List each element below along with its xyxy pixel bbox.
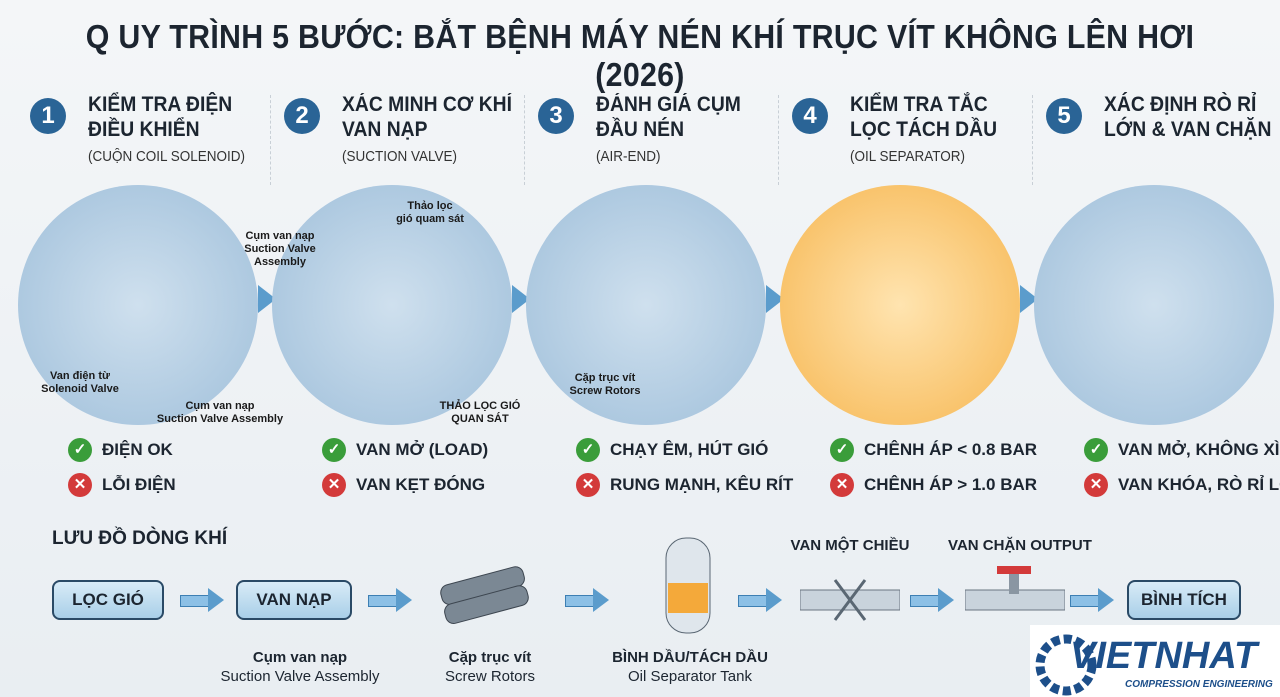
step-title: XÁC MINH CƠ KHÍ VAN NẠP: [342, 93, 512, 141]
flow-box-air-filter: LỌC GIÓ: [52, 580, 164, 620]
step-subtitle: (CUỘN COIL SOLENOID): [88, 148, 246, 165]
step-illustration: [1034, 185, 1274, 425]
flow-arrow: [368, 588, 414, 612]
step-arrow: [258, 285, 276, 313]
step-number: 4: [792, 98, 828, 134]
status-fail-text: VAN KẸT ĐÓNG: [356, 475, 486, 494]
step-illustration: [780, 185, 1020, 425]
step-illustration: [272, 185, 512, 425]
caption: Suction Valve Assembly: [220, 668, 380, 685]
divider: [1032, 95, 1033, 185]
status-fail: ✕ CHÊNH ÁP > 1.0 BAR: [830, 473, 1037, 497]
status-ok: ✓ ĐIỆN OK: [68, 438, 173, 462]
step-title: KIỂM TRA TẮC LỌC TÁCH DẦU: [850, 93, 998, 141]
caption: Cặp trục vít: [448, 649, 532, 666]
step-subtitle: (SUCTION VALVE): [342, 148, 458, 165]
step-title: KIỂM TRA ĐIỆN ĐIỀU KHIỂN: [88, 93, 233, 141]
step-1: 1 KIỂM TRA ĐIỆN ĐIỀU KHIỂN (CUỘN COIL SO…: [8, 90, 264, 510]
logo-name: VIETNHAT: [1070, 635, 1258, 677]
check-icon: ✓: [68, 438, 92, 462]
status-ok: ✓ VAN MỞ (LOAD): [322, 438, 488, 462]
status-fail: ✕ LỖI ĐIỆN: [68, 473, 176, 497]
status-fail: ✕ RUNG MẠNH, KÊU RÍT: [576, 473, 793, 497]
step-4: 4 KIỂM TRA TẮC LỌC TÁCH DẦU (OIL SEPARAT…: [770, 90, 1037, 510]
status-ok-text: CHẠY ÊM, HÚT GIÓ: [610, 440, 769, 459]
status-fail-text: LỖI ĐIỆN: [102, 475, 176, 494]
x-icon: ✕: [322, 473, 346, 497]
step-5: 5 XÁC ĐỊNH RÒ RỈ LỚN & VAN CHẶN ✓ VAN MỞ,…: [1024, 90, 1280, 510]
logo-tagline: COMPRESSION ENGINEERING: [1125, 679, 1273, 690]
status-fail-text: VAN KHÓA, RÒ RỈ LỚN: [1118, 475, 1280, 494]
step-arrow: [1020, 285, 1038, 313]
x-icon: ✕: [68, 473, 92, 497]
caption: BÌNH DẦU/TÁCH DẦU: [612, 649, 768, 666]
step-subtitle: (OIL SEPARATOR): [850, 148, 966, 165]
caption: Oil Separator Tank: [628, 668, 752, 685]
check-valve-icon: [800, 579, 900, 621]
status-ok-text: VAN MỞ, KHÔNG XÌ: [1118, 440, 1280, 459]
flow-arrow: [738, 588, 784, 612]
illustration-label: THẢO LỌC GIÓ QUAN SÁT: [439, 400, 521, 425]
status-ok-text: VAN MỞ (LOAD): [356, 440, 489, 459]
gear-icon: [1035, 634, 1097, 696]
status-ok: ✓ CHẠY ÊM, HÚT GIÓ: [576, 438, 768, 462]
x-icon: ✕: [830, 473, 854, 497]
status-ok: ✓ CHÊNH ÁP < 0.8 BAR: [830, 438, 1037, 462]
caption: Screw Rotors: [444, 668, 536, 685]
step-title: XÁC ĐỊNH RÒ RỈ LỚN & VAN CHẶN: [1104, 93, 1272, 141]
step-2: 2 XÁC MINH CƠ KHÍ VAN NẠP (SUCTION VALVE…: [262, 90, 518, 510]
status-ok-text: ĐIỆN OK: [102, 440, 173, 459]
vietnhat-logo: VIETNHAT COMPRESSION ENGINEERING: [1030, 625, 1280, 697]
page-title: Q UY TRÌNH 5 BƯỚC: BẮT BỆNH MÁY NÉN KHÍ …: [85, 18, 1195, 93]
step-number: 2: [284, 98, 320, 134]
step-number: 5: [1046, 98, 1082, 134]
x-icon: ✕: [1084, 473, 1108, 497]
illustration-label: Van điện từ Solenoid Valve: [41, 370, 119, 395]
stop-valve-label: VAN CHẶN OUTPUT: [948, 537, 1092, 554]
step-illustration: [18, 185, 258, 425]
divider: [778, 95, 779, 185]
status-fail-text: CHÊNH ÁP > 1.0 BAR: [864, 475, 1038, 494]
step-arrow: [512, 285, 530, 313]
flow-arrow: [1070, 588, 1116, 612]
illustration-label: Cụm van nạp Suction Valve Assembly: [244, 230, 316, 268]
flow-box-receiver-tank: BÌNH TÍCH: [1127, 580, 1241, 620]
check-valve-label: VAN MỘT CHIỀU: [790, 537, 910, 554]
status-fail: ✕ VAN KHÓA, RÒ RỈ LỚN: [1084, 473, 1280, 497]
flow-title: LƯU ĐỒ DÒNG KHÍ: [52, 528, 228, 549]
stop-valve-icon: [965, 566, 1065, 611]
status-fail: ✕ VAN KẸT ĐÓNG: [322, 473, 485, 497]
step-arrow: [766, 285, 784, 313]
step-number: 3: [538, 98, 574, 134]
x-icon: ✕: [576, 473, 600, 497]
divider: [270, 95, 271, 185]
oil-separator-tank-icon: [665, 537, 711, 634]
divider: [524, 95, 525, 185]
screw-rotors-icon: [440, 566, 529, 624]
check-icon: ✓: [576, 438, 600, 462]
step-subtitle: (AIR-END): [596, 148, 661, 165]
illustration-label: Thảo lọc gió quam sát: [396, 200, 464, 225]
step-title: ĐÁNH GIÁ CỤM ĐẦU NÉN: [596, 93, 741, 141]
step-3: 3 ĐÁNH GIÁ CỤM ĐẦU NÉN (AIR-END) ✓ CHẠY Ê…: [516, 90, 793, 510]
flow-arrow: [910, 588, 956, 612]
check-icon: ✓: [830, 438, 854, 462]
flow-box-intake-valve: VAN NẠP: [236, 580, 352, 620]
illustration-label: Cụm van nạp Suction Valve Assembly: [156, 400, 284, 425]
check-icon: ✓: [322, 438, 346, 462]
status-ok-text: CHÊNH ÁP < 0.8 BAR: [864, 440, 1038, 459]
caption: Cụm van nạp: [252, 649, 348, 666]
flow-arrow: [180, 588, 226, 612]
step-number: 1: [30, 98, 66, 134]
flow-arrow: [565, 588, 611, 612]
step-illustration: [526, 185, 766, 425]
status-fail-text: RUNG MẠNH, KÊU RÍT: [610, 475, 794, 494]
check-icon: ✓: [1084, 438, 1108, 462]
illustration-label: Cặp trục vít Screw Rotors: [569, 372, 641, 397]
status-ok: ✓ VAN MỞ, KHÔNG XÌ: [1084, 438, 1280, 462]
